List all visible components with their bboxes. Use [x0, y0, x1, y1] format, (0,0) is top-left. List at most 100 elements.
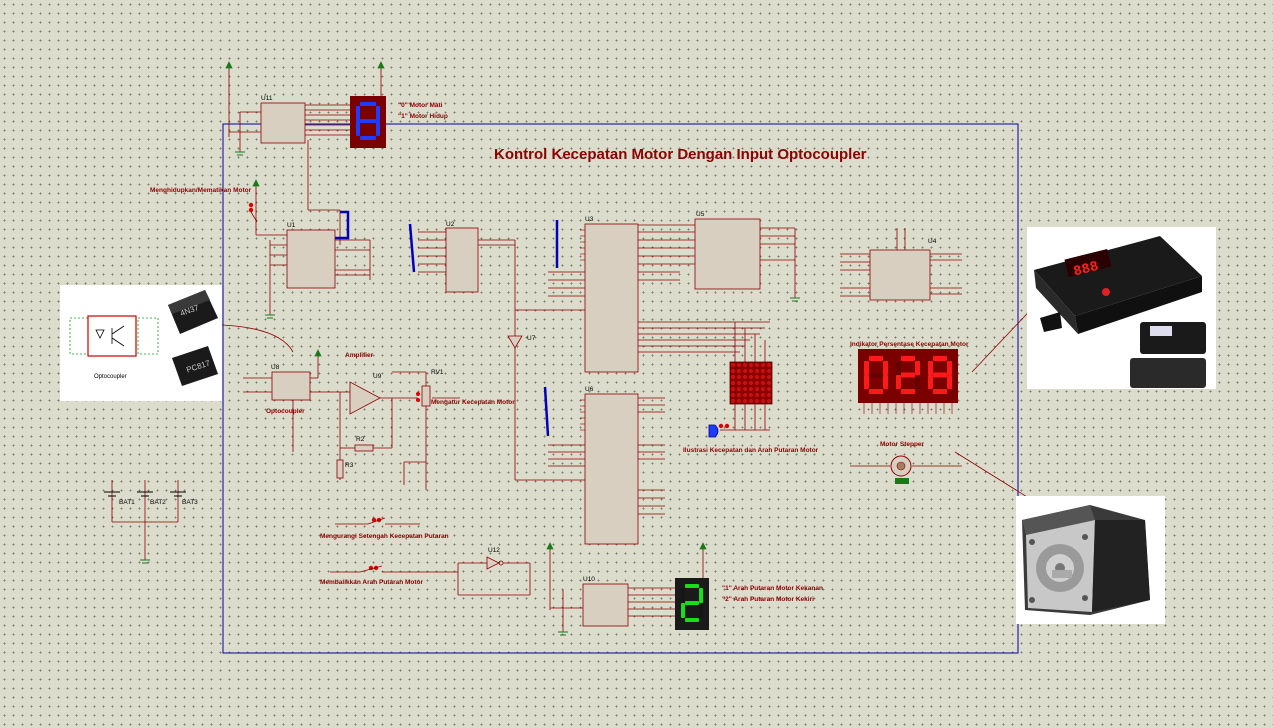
ref-u2: U2 [446, 221, 455, 228]
ground-symbols [140, 151, 800, 636]
led-matrix-dot [737, 381, 741, 385]
seg-red-digits [864, 356, 952, 394]
led-matrix-dot [761, 375, 765, 379]
svg-text:888: 888 [1072, 259, 1100, 281]
amplifier-label: Amplifier [345, 352, 374, 359]
reverse-switch[interactable] [359, 565, 383, 573]
speed-digit-2-seg-e [928, 375, 933, 389]
led-matrix-dot [731, 393, 735, 397]
resistor-r3[interactable] [336, 459, 344, 479]
opamp-u9[interactable] [349, 381, 381, 415]
motor-stepper-label: Motor Stepper [880, 441, 925, 448]
buffer-u7[interactable] [507, 335, 523, 349]
led-matrix-dot [767, 399, 771, 403]
led-matrix-dot [755, 369, 759, 373]
led-matrix-dot [755, 387, 759, 391]
led-matrix-dot [767, 381, 771, 385]
led-matrix-dot [755, 393, 759, 397]
led-matrix-dot [749, 393, 753, 397]
led-matrix-dot [761, 369, 765, 373]
led-matrix-dot [755, 375, 759, 379]
speed-digit-1-seg-f [896, 361, 901, 375]
u1-chip[interactable] [286, 229, 336, 289]
led-matrix-dot [737, 399, 741, 403]
led-matrix-dot [767, 369, 771, 373]
led-matrix-dot [731, 369, 735, 373]
motor-state-0-label: "0" Motor Mati [398, 102, 443, 109]
led-matrix-dot [761, 387, 765, 391]
led-matrix-dot [749, 363, 753, 367]
direction-digit-seg-d [685, 618, 699, 622]
sheet-title: Kontrol Kecepatan Motor Dengan Input Opt… [494, 146, 867, 163]
speed-digit-2-seg-b [947, 361, 952, 375]
power-arrows [225, 61, 707, 550]
optocoupler-label: Optocoupler [266, 408, 305, 415]
led-matrix-dot [755, 363, 759, 367]
optocoupler-chip-photo-2 [172, 346, 218, 386]
switch-indicators [248, 202, 730, 571]
ref-r3: R3 [345, 462, 354, 469]
direction-digit-seg-b [699, 588, 703, 603]
led-matrix-dot [731, 363, 735, 367]
inverter-u12[interactable] [486, 556, 500, 570]
ref-rv1: RV1 [431, 369, 444, 376]
ref-u5: U5 [696, 211, 705, 218]
data-bus [335, 210, 559, 437]
led-matrix-dot [749, 375, 753, 379]
speed-digit-0-seg-b [883, 361, 888, 375]
ref-u11: U11 [261, 95, 273, 102]
resistor-r2[interactable] [354, 444, 374, 452]
ref-u1: U1 [287, 222, 296, 229]
toggle-motor-label: Menghidupkan/Mematikan Motor [150, 187, 252, 194]
half-speed-switch[interactable] [367, 517, 386, 525]
led-matrix-dot [737, 375, 741, 379]
direction-digit-seg-g [685, 601, 699, 605]
u10-chip[interactable] [582, 583, 629, 627]
motor-state-digit-seg-c [376, 121, 380, 136]
speed-display-pins [863, 403, 953, 414]
led-matrix-dot [743, 363, 747, 367]
speed-digit-1-seg-d [901, 389, 915, 394]
led-matrix-dot [743, 393, 747, 397]
led-matrix-dot [749, 399, 753, 403]
u3-chip[interactable] [584, 223, 639, 373]
u4-chip[interactable] [869, 249, 931, 301]
led-matrix-dot [731, 375, 735, 379]
direction-left-label: "2" Arah Putaran Motor Kekiri [722, 596, 814, 603]
stepper-connector [895, 478, 909, 484]
speed-digit-2-seg-c [947, 375, 952, 389]
led-matrix-dot [749, 387, 753, 391]
logic-probe[interactable] [708, 424, 719, 438]
led-matrix-dot [767, 393, 771, 397]
ref-bat2: BAT2 [150, 499, 166, 506]
seg-blue-digit [356, 102, 380, 140]
led-matrix-dot [749, 369, 753, 373]
potentiometer-rv1[interactable] [421, 385, 431, 407]
motor-state-digit-seg-d [360, 136, 376, 140]
toggle-switch-lever[interactable] [250, 211, 258, 223]
u6-chip[interactable] [584, 393, 639, 545]
speed-digit-1-seg-c [915, 375, 920, 389]
speed-digit-2-seg-g [933, 372, 947, 378]
ref-u10: U10 [583, 576, 595, 583]
u11-chip[interactable] [260, 102, 306, 144]
u2-chip[interactable] [445, 227, 479, 293]
led-matrix-dot [743, 381, 747, 385]
u8-chip[interactable] [271, 371, 311, 401]
ic-pins [580, 229, 585, 431]
opto-photo-caption: Optocoupler [94, 374, 127, 380]
led-matrix-dot [743, 399, 747, 403]
inverter-bubble [498, 560, 504, 566]
illustration-label: Ilustrasi Kecepatan dan Arah Putaran Mot… [683, 447, 819, 454]
speed-controller-device: 888 [1034, 236, 1206, 388]
motor-state-digit-seg-g [360, 119, 376, 123]
u5-chip[interactable] [694, 218, 761, 290]
ref-bat1: BAT1 [119, 499, 135, 506]
ic-bodies [260, 102, 931, 627]
led-matrix-dot [761, 393, 765, 397]
direction-digit-seg-c [699, 603, 703, 618]
speed-digit-0-seg-c [883, 375, 888, 389]
speed-digit-1-seg-a [901, 356, 915, 361]
speed-digit-0-seg-d [869, 389, 883, 394]
